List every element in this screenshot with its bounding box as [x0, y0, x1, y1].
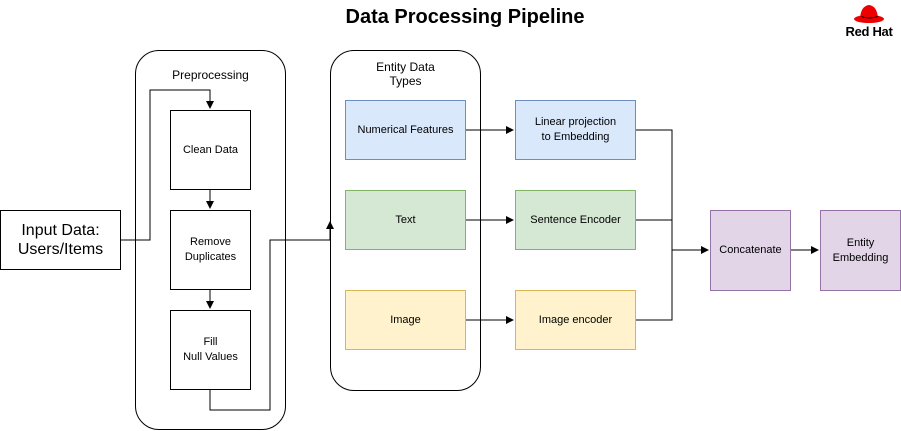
red-hat-icon: [854, 5, 884, 23]
entity-data-types-group: Entity Data Types: [330, 50, 481, 391]
image-box: Image: [345, 290, 466, 350]
preprocessing-group: Preprocessing: [135, 50, 286, 430]
preprocessing-label: Preprocessing: [172, 68, 249, 82]
image-encoder-box: Image encoder: [515, 290, 636, 350]
concatenate-box: Concatenate: [710, 210, 791, 291]
remove-duplicates-box: Remove Duplicates: [170, 210, 251, 290]
sentence-encoder-box: Sentence Encoder: [515, 190, 636, 250]
page-title: Data Processing Pipeline: [345, 6, 585, 28]
text-box: Text: [345, 190, 466, 250]
line-image-to-concat: [635, 250, 673, 321]
entity-embedding-box: Entity Embedding: [820, 210, 901, 291]
input-data-box: Input Data: Users/Items: [0, 210, 121, 270]
logo-text: Red Hat: [845, 24, 893, 39]
fill-null-values-box: Fill Null Values: [170, 310, 251, 390]
numerical-features-box: Numerical Features: [345, 100, 466, 160]
arrow-input-to-clean: [121, 89, 214, 241]
entity-data-types-label: Entity Data Types: [376, 60, 435, 88]
red-hat-logo: Red Hat: [838, 2, 900, 42]
clean-data-box: Clean Data: [170, 110, 251, 190]
line-linear-to-concat: [635, 129, 673, 250]
linear-projection-box: Linear projection to Embedding: [515, 100, 636, 160]
